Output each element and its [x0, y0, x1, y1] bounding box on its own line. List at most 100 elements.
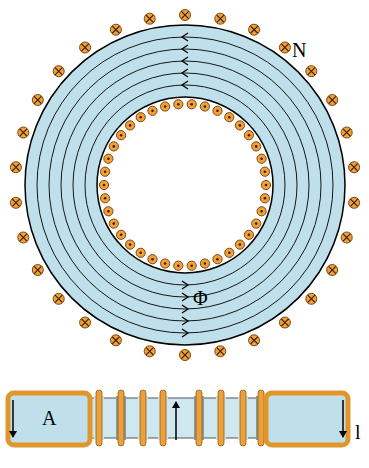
- wire-cross: [251, 337, 258, 344]
- wire-in: [279, 317, 290, 328]
- wire-cross: [146, 15, 153, 22]
- wire-in: [80, 42, 91, 53]
- wire-in: [144, 346, 155, 357]
- wire-out: [244, 131, 253, 140]
- wire-cross: [217, 348, 224, 355]
- wire-in: [18, 232, 29, 243]
- winding-bar: [96, 390, 102, 446]
- wire-dot: [260, 157, 263, 160]
- wire-dot: [190, 103, 193, 106]
- wire-out: [117, 230, 126, 239]
- wire-in: [249, 24, 260, 35]
- wire-dot: [248, 134, 251, 137]
- wire-in: [215, 346, 226, 357]
- wire-out: [101, 194, 110, 203]
- wire-in: [349, 197, 360, 208]
- wire-in: [10, 162, 21, 173]
- wire-out: [148, 106, 157, 115]
- wire-dot: [248, 234, 251, 237]
- winding-bar: [240, 390, 246, 446]
- wire-cross: [329, 96, 336, 103]
- wire-cross: [350, 199, 357, 206]
- flux-line: [49, 49, 321, 321]
- wire-cross: [329, 266, 336, 273]
- wire-in: [341, 127, 352, 138]
- wire-in: [306, 66, 317, 77]
- wire-out: [99, 180, 108, 189]
- wire-out: [109, 142, 118, 151]
- winding-bar: [218, 390, 224, 446]
- wire-out: [252, 142, 261, 151]
- flux-arrow: [182, 33, 188, 41]
- wire-cross: [343, 234, 350, 241]
- winding-bar: [196, 390, 202, 446]
- flux-arrow: [182, 305, 188, 313]
- wire-cross: [308, 295, 315, 302]
- flux-arrow: [182, 69, 188, 77]
- flux-line: [73, 73, 297, 297]
- area-label: A: [42, 408, 56, 428]
- wire-cross: [112, 26, 119, 33]
- wire-dot: [204, 105, 207, 108]
- wire-cross: [12, 164, 19, 171]
- wire-cross: [34, 96, 41, 103]
- wire-cross: [181, 351, 188, 358]
- wire-out: [261, 180, 270, 189]
- flux-arrow: [182, 329, 188, 337]
- wire-out: [225, 248, 234, 257]
- wire-cross: [81, 44, 88, 51]
- wire-in: [349, 162, 360, 173]
- wire-dot: [264, 170, 267, 173]
- wire-out: [161, 259, 170, 268]
- wire-in: [10, 197, 21, 208]
- wire-cross: [343, 129, 350, 136]
- wire-out: [257, 207, 266, 216]
- flux-arrow: [182, 293, 188, 301]
- wire-out: [252, 219, 261, 228]
- wire-dot: [239, 243, 242, 246]
- wire-cross: [55, 295, 62, 302]
- wire-in: [249, 335, 260, 346]
- wire-in: [180, 350, 191, 361]
- wire-cross: [251, 26, 258, 33]
- wire-cross: [55, 68, 62, 75]
- wire-out: [109, 219, 118, 228]
- turns-label: N: [292, 40, 306, 60]
- cross-section: [8, 390, 348, 446]
- wire-cross: [281, 44, 288, 51]
- wire-dot: [103, 184, 106, 187]
- wire-dot: [265, 184, 268, 187]
- wire-dot: [107, 157, 110, 160]
- wire-dot: [177, 264, 180, 267]
- flux-line: [85, 85, 285, 285]
- wire-dot: [120, 234, 123, 237]
- wire-cross: [217, 15, 224, 22]
- wire-dot: [139, 252, 142, 255]
- wire-out: [136, 113, 145, 122]
- length-label: l: [355, 422, 361, 442]
- inner-windings: [99, 100, 270, 271]
- wire-out: [260, 167, 269, 176]
- wire-in: [327, 265, 338, 276]
- toroid-core: [25, 25, 345, 345]
- wire-dot: [104, 197, 107, 200]
- wire-out: [213, 255, 222, 264]
- wire-dot: [260, 210, 263, 213]
- wire-dot: [151, 258, 154, 261]
- wire-cross: [34, 266, 41, 273]
- wire-dot: [255, 145, 258, 148]
- wire-cross: [81, 319, 88, 326]
- wire-dot: [216, 258, 219, 261]
- flux-arrow: [182, 317, 188, 325]
- outer-windings: [10, 10, 359, 361]
- wire-out: [244, 230, 253, 239]
- flux-arrow: [182, 57, 188, 65]
- wire-out: [257, 154, 266, 163]
- wire-dot: [239, 124, 242, 127]
- wire-dot: [113, 222, 116, 225]
- wire-dot: [228, 252, 231, 255]
- wire-in: [32, 265, 43, 276]
- winding-bar: [160, 390, 166, 446]
- wire-dot: [264, 197, 267, 200]
